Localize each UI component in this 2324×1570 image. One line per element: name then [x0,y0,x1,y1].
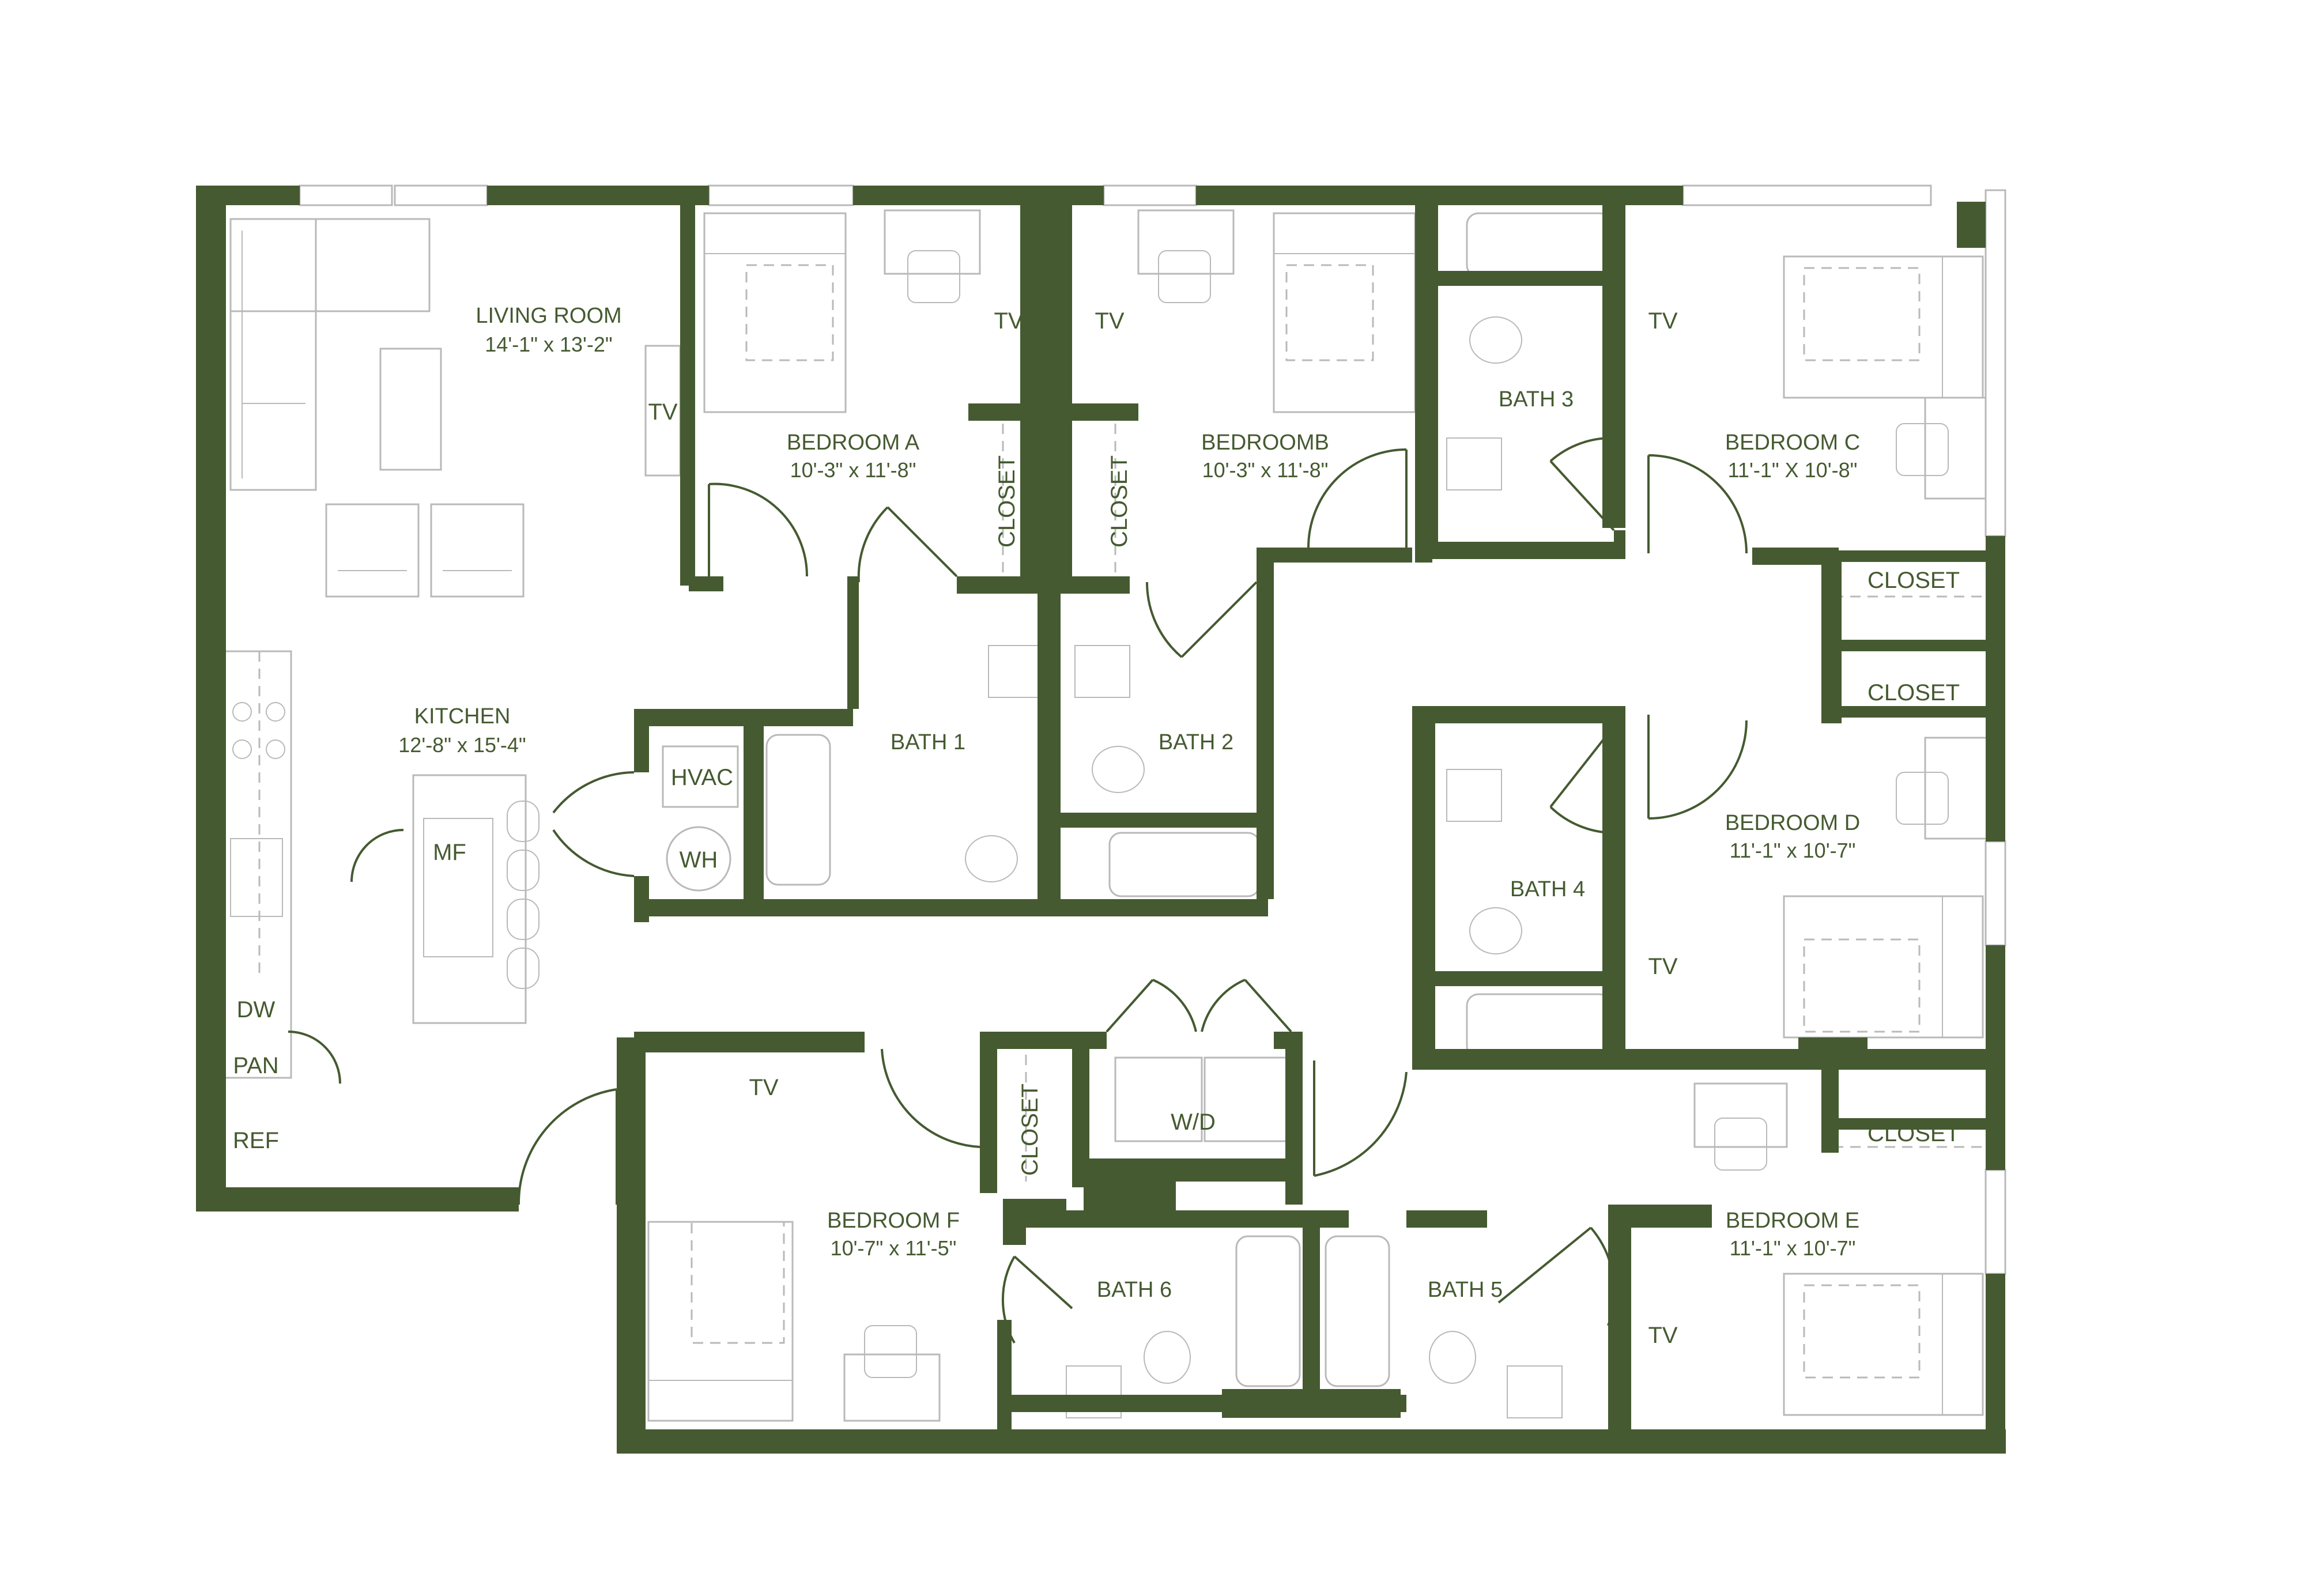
pan-label: PAN [233,1053,278,1078]
closet-d-label: CLOSET [1867,680,1960,705]
hall-door [1313,1060,1408,1177]
bedroom-e-dims: 11'-1" x 10'-7" [1730,1236,1856,1260]
doors-layer [288,436,1748,1343]
bath-5-name: BATH 5 [1428,1278,1503,1302]
closet-a-label: CLOSET [994,455,1020,548]
living-room-name: LIVING ROOM [476,304,621,328]
furniture-layer [224,209,1994,1422]
bath-1-name: BATH 1 [891,730,965,754]
laundry-doors [1106,979,1292,1033]
bedroom-f-dims: 10'-7" x 11'-5" [831,1236,957,1260]
bath-3-fixtures [1446,212,1612,490]
bedroom-d-tv-label: TV [1648,954,1677,979]
living-coffee-table [379,348,442,471]
bedroom-d-dims: 11'-1" x 10'-7" [1730,839,1856,862]
bath-5-door [1497,1226,1616,1326]
bedroom-b-dims: 10'-3" x 11'-8" [1202,458,1329,482]
entry-door [517,1088,618,1205]
bath-1-fixtures [765,645,1044,886]
bath-3-door [1549,436,1615,531]
bedroom-b-name: BEDROOMB [1201,431,1329,455]
closet-f-label: CLOSET [1017,1084,1043,1176]
closet-b-label: CLOSET [1107,455,1132,548]
pantry-door [288,1031,341,1084]
ref-label: REF [233,1128,279,1153]
bath-6-door [1001,1255,1073,1343]
living-room-dims: 14'-1" x 13'-2" [485,333,612,356]
bath-6-name: BATH 6 [1097,1278,1172,1302]
bath-4-door [1549,725,1615,834]
closet-c-label: CLOSET [1867,568,1960,593]
bedroom-d-name: BEDROOM D [1725,811,1860,835]
living-armchairs [325,503,525,598]
bedroom-c-tv-label: TV [1648,308,1677,334]
hvac-doors [552,771,635,877]
bedroom-f-furniture [647,1221,941,1422]
kitchen-dims: 12'-8" x 15'-4" [398,733,526,757]
hvac-box: HVAC [662,745,739,808]
bedroom-a-door [708,482,809,577]
wh-label: WH [680,847,718,873]
bedroom-f-door [881,1048,980,1148]
closet-e-label: CLOSET [1867,1121,1960,1146]
dw-label: DW [237,997,276,1022]
kitchen-name: KITCHEN [414,704,511,729]
bedroom-c-name: BEDROOM C [1725,431,1860,455]
labels-layer: LIVING ROOM 14'-1" x 13'-2" TV KITCHEN 1… [233,304,1960,1348]
walls-layer [196,186,2006,1454]
bath-2-fixtures [1074,645,1261,897]
bath-6-fixtures [1066,1235,1301,1418]
bath-3-name: BATH 3 [1499,387,1574,412]
mf-door [350,829,404,882]
bedroom-a-name: BEDROOM A [787,431,920,455]
bedroom-d-furniture [1783,737,1990,1039]
living-tv-label: TV [648,399,677,425]
bedroom-a-closet-door [857,506,958,583]
living-sofa [229,218,431,491]
bedroom-c-dims: 11'-1" X 10'-8" [1728,458,1858,482]
bedroom-f-tv-label: TV [749,1075,778,1100]
hvac-label: HVAC [671,765,733,790]
bath-2-name: BATH 2 [1159,730,1233,754]
bedroom-d-door [1647,715,1748,820]
bedroom-b-tv-label: TV [1095,308,1124,334]
bedroom-e-name: BEDROOM E [1726,1209,1859,1233]
bath-2-door [1145,581,1258,658]
bedroom-a-furniture [703,209,981,413]
bedroom-e-furniture [1693,1082,1984,1416]
kitchen-island [412,774,540,1024]
wd-label: W/D [1171,1109,1216,1135]
bath-4-fixtures [1446,769,1612,1059]
mf-label: MF [433,840,466,865]
bedroom-b-door [1307,448,1408,553]
bedroom-c-door [1647,454,1748,554]
bedroom-b-furniture [1137,209,1416,413]
bedroom-a-dims: 10'-3" x 11'-8" [790,458,916,482]
bedroom-e-tv-label: TV [1648,1323,1677,1348]
bedroom-a-tv-label: TV [994,308,1023,334]
wh-box: WH [666,826,731,892]
windows-layer [299,184,2006,1275]
bath-5-fixtures [1325,1235,1563,1418]
bedroom-f-name: BEDROOM F [827,1209,960,1233]
bath-4-name: BATH 4 [1510,877,1585,901]
